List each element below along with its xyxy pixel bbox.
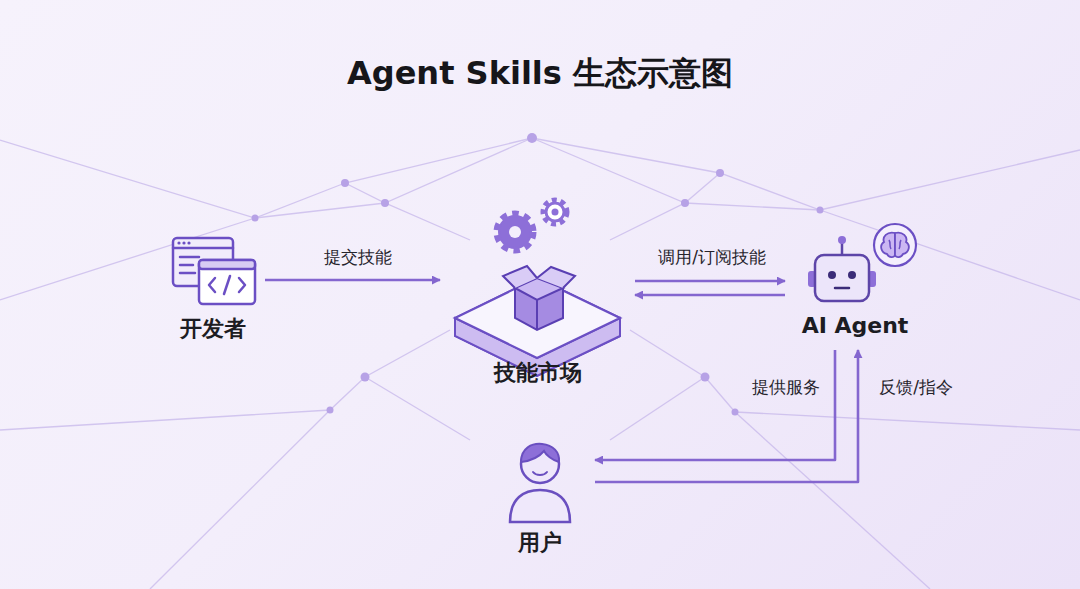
flow-arrow	[265, 279, 440, 282]
node-icon	[165, 230, 260, 310]
user-node: 用户	[490, 432, 590, 560]
developer-node: 开发者	[165, 230, 260, 345]
flow-arrow	[595, 350, 835, 460]
node-label: 开发者	[165, 314, 260, 344]
skill-market-node: 技能市场	[445, 190, 630, 390]
node-label: AI Agent	[790, 313, 920, 338]
flow-arrow	[595, 350, 858, 482]
flow-arrow	[635, 280, 785, 283]
agent-node: AI Agent	[790, 225, 920, 345]
node-icon	[490, 432, 590, 524]
node-label: 用户	[490, 528, 590, 558]
flow-arrow	[635, 294, 785, 297]
edge-label: 调用/订阅技能	[658, 246, 766, 269]
edge-label: 提供服务	[752, 376, 820, 399]
edge-label: 反馈/指令	[879, 376, 953, 399]
edge-label: 提交技能	[324, 246, 392, 269]
diagram-title: Agent Skills 生态示意图	[0, 52, 1080, 96]
node-icon	[445, 190, 630, 380]
node-label: 技能市场	[445, 358, 630, 388]
node-icon	[790, 225, 920, 305]
